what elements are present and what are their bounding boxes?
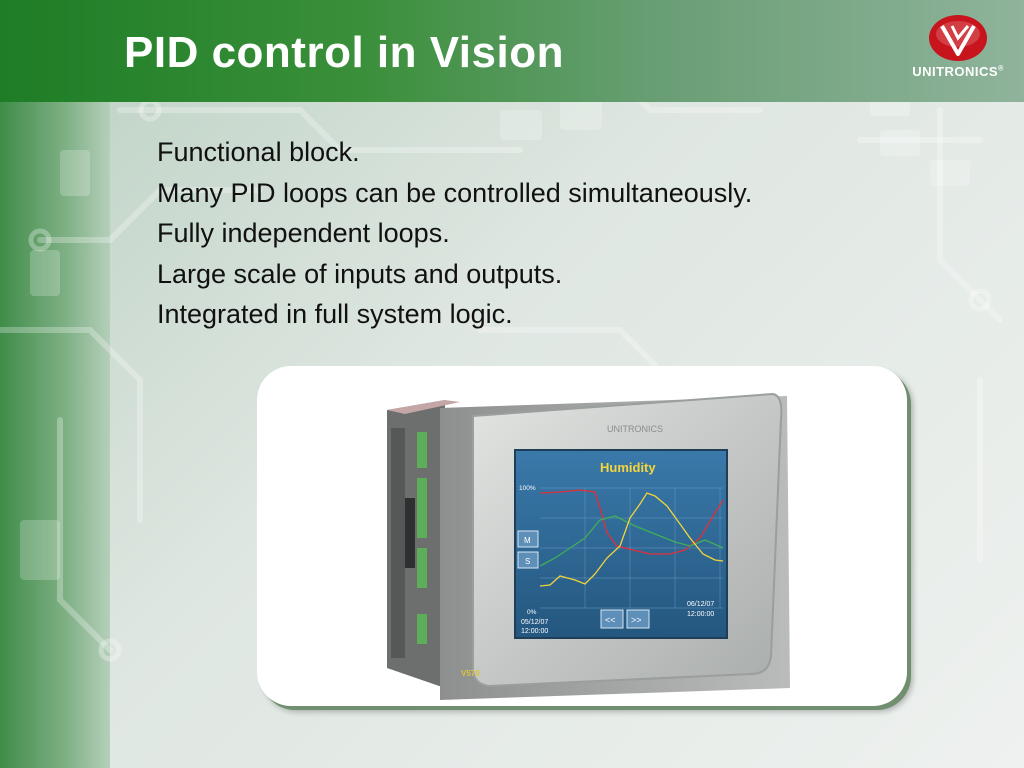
bezel-brand-text: UNITRONICS: [607, 424, 663, 434]
bullet-item: Large scale of inputs and outputs.: [157, 258, 563, 289]
registered-mark: ®: [998, 65, 1004, 73]
unitronics-v-logo-icon: [929, 15, 987, 61]
screen-next-button[interactable]: [626, 609, 650, 629]
end-time-label: 12:00:00: [687, 611, 714, 618]
s-button-label: S: [525, 557, 530, 566]
unitronics-brand-text: UNITRONICS®: [902, 64, 1014, 79]
title-bar: [0, 0, 1024, 102]
prev-button-label: <<: [605, 615, 616, 625]
start-date-label: 05/12/07: [521, 619, 548, 626]
unitronics-logo: UNITRONICS®: [902, 14, 1014, 86]
y-min-label: 0%: [527, 609, 537, 616]
bullet-item: Fully independent loops.: [157, 218, 450, 248]
trend-line-red: [539, 489, 724, 555]
screen-m-button[interactable]: [517, 530, 539, 548]
trend-line-green: [539, 515, 724, 567]
device-top-edge: [387, 400, 460, 414]
screen-s-button[interactable]: [517, 551, 539, 569]
y-max-label: 100%: [519, 485, 536, 492]
bullet-item: Many PID loops can be controlled simulta…: [157, 177, 753, 208]
start-time-label: 12:00:00: [521, 628, 548, 635]
screen-prev-button[interactable]: [600, 609, 624, 629]
vision-plc-device-image: UNITRONICS Humidity 100% 0% M S <<: [387, 392, 790, 700]
device-model-label: V570: [461, 669, 480, 678]
end-date-label: 06/12/07: [687, 601, 714, 608]
screen-title: Humidity: [600, 460, 656, 475]
left-green-band: [0, 0, 110, 768]
bullet-item: Functional block.: [157, 137, 360, 167]
slide-title: PID control in Vision: [124, 28, 564, 77]
next-button-label: >>: [631, 615, 642, 625]
m-button-label: M: [524, 536, 531, 545]
trend-line-yellow: [539, 492, 724, 587]
bullet-list: Functional block. Many PID loops can be …: [157, 132, 752, 335]
bullet-item: Integrated in full system logic.: [157, 299, 513, 329]
brand-name: UNITRONICS: [912, 64, 999, 79]
